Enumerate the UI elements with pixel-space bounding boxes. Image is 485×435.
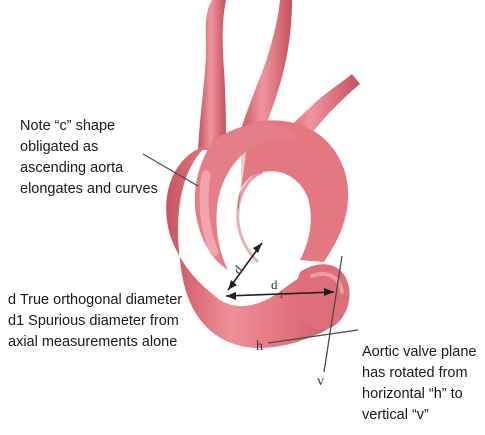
valve-plane-note: Aortic valve plane has rotated from hori… xyxy=(362,342,476,426)
c-shape-note: Note “c” shape obligated as ascending ao… xyxy=(20,116,158,200)
diameter-definitions-note: d True orthogonal diameter d1 Spurious d… xyxy=(8,290,182,353)
diameter-d-indicator: d xyxy=(228,243,262,290)
d1-label: d xyxy=(271,277,278,292)
h-label: h xyxy=(256,339,263,354)
d1-subscript: 1 xyxy=(279,290,284,300)
v-label: v xyxy=(317,374,324,389)
